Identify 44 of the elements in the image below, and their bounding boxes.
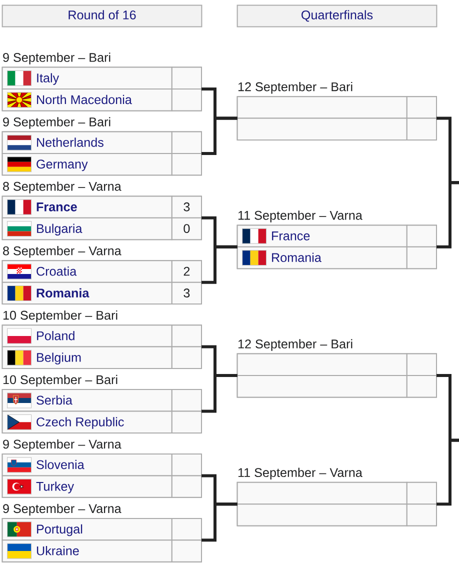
score-cell (171, 152, 202, 176)
match-date: 8 September – Varna (3, 246, 122, 258)
bracket-line (202, 245, 238, 284)
round-header: Quarterfinals (236, 4, 438, 28)
score-cell (406, 96, 437, 119)
bracket-line (436, 181, 459, 248)
score-cell (406, 482, 437, 505)
match-date: 10 September – Bari (3, 310, 118, 322)
bracket-line (202, 374, 238, 413)
match-date: 9 September – Varna (3, 439, 122, 452)
match-date: 12 September – Bari (238, 82, 352, 94)
match-date: 10 September – Bari (3, 374, 118, 387)
score-cell: 0 (171, 217, 202, 240)
match-date: 9 September – Bari (3, 52, 110, 64)
match-date: 11 September – Varna (238, 468, 362, 480)
score-cell (171, 346, 202, 369)
score-cell (171, 454, 202, 476)
match-date: 8 September – Varna (3, 182, 122, 194)
score-cell: 3 (171, 282, 202, 305)
score-cell (406, 375, 437, 398)
score-cell (171, 475, 202, 498)
score-cell (171, 88, 202, 112)
score-cell: 3 (171, 196, 202, 218)
match-date: 9 September – Bari (3, 117, 110, 129)
score-cell (406, 118, 437, 140)
score-cell (171, 540, 202, 562)
match-date: 12 September – Bari (238, 339, 352, 351)
round-header: Round of 16 (2, 4, 202, 28)
score-cell (171, 410, 202, 434)
score-cell: 2 (171, 260, 202, 283)
score-cell (406, 504, 437, 526)
match-date: 11 September – Varna (238, 210, 362, 222)
bracket-line (202, 116, 238, 155)
score-cell (171, 389, 202, 412)
score-cell (406, 353, 437, 376)
score-cell (171, 66, 202, 90)
bracket-line (202, 502, 238, 542)
bracket-line (436, 438, 459, 506)
score-cell (406, 246, 437, 270)
score-cell (171, 324, 202, 348)
match-date: 9 September – Varna (3, 504, 122, 516)
score-cell (171, 518, 202, 541)
score-cell (171, 131, 202, 154)
score-cell (406, 224, 437, 248)
